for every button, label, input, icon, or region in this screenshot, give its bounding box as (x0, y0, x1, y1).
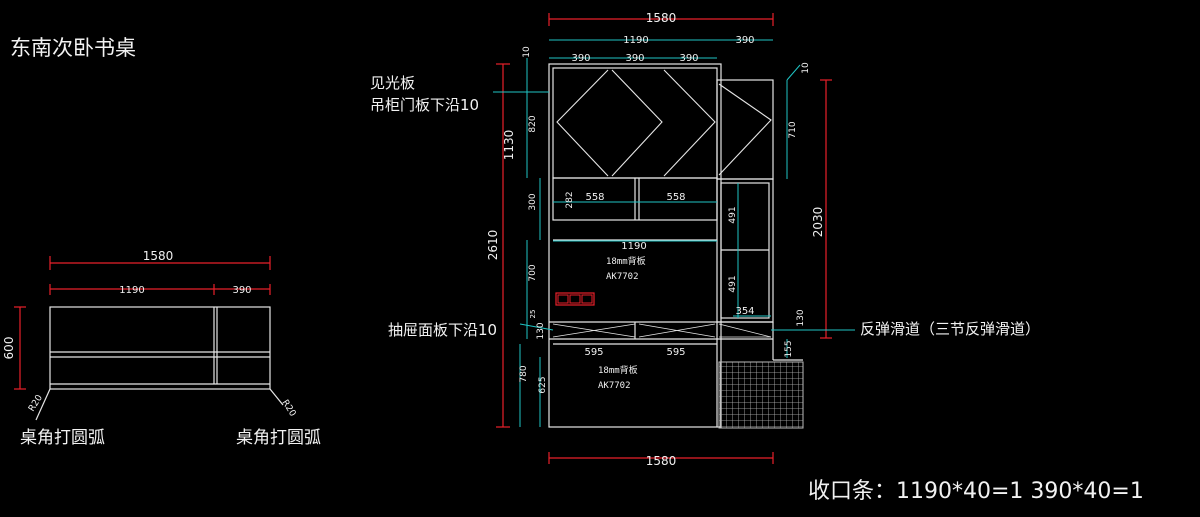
power-socket (555, 292, 595, 306)
trim-strip-note: 收口条：1190*40=1 390*40=1 (808, 479, 1144, 504)
plan-radius-right: R20 (279, 398, 297, 419)
drawer-panel-edge-note: 抽屉面板下沿10 (388, 321, 498, 339)
elev-door-3: 390 (679, 53, 698, 64)
plan-depth-label: 600 (2, 337, 16, 360)
elevation-dimension-lines (496, 13, 832, 464)
cabinet-frame (548, 63, 803, 428)
drawer-rail-diagonals (552, 323, 772, 338)
elev-dim-625: 625 (538, 376, 548, 393)
elev-top-seg-2: 390 (735, 35, 754, 46)
elev-door-1: 390 (571, 53, 590, 64)
elev-dim-1190-mid: 1190 (621, 241, 646, 252)
elev-top-total: 1580 (646, 11, 677, 25)
elev-dim-282: 282 (565, 191, 575, 208)
desk-corner-note-left: 桌角打圆弧 (20, 428, 105, 448)
elev-dim-1130: 1130 (502, 130, 516, 161)
plan-dimension-lines (14, 256, 271, 390)
back-panel-code-1: AK7702 (606, 272, 639, 282)
elevation-detail-dimensions (493, 39, 855, 427)
drawing-title: 东南次卧书桌 (10, 36, 136, 60)
elev-dim-300: 300 (528, 193, 538, 210)
elev-drawer-1: 595 (584, 347, 603, 358)
cabinet-elevation: 1580 1190 390 390 390 390 10 10 820 1130… (486, 11, 855, 468)
hatched-panel (718, 361, 804, 429)
desk-corner-note-right: 桌角打圆弧 (236, 428, 321, 448)
back-panel-2: 18mm背板 (598, 364, 638, 376)
upper-door-edge-note: 吊柜门板下沿10 (370, 96, 480, 114)
elev-dim-710: 710 (788, 121, 798, 138)
elev-top-seg-1: 1190 (623, 35, 648, 46)
elev-dim-700: 700 (528, 264, 538, 281)
elev-dim-25: 25 (529, 310, 537, 319)
plan-seg-2-label: 390 (232, 285, 251, 296)
back-panel-1: 18mm背板 (606, 255, 646, 267)
slide-rail-note: 反弹滑道（三节反弹滑道） (860, 320, 1041, 338)
socket-holes (557, 294, 593, 304)
elev-dim-130-right: 130 (796, 309, 806, 326)
plan-seg-1-label: 1190 (119, 285, 144, 296)
elev-dim-491-upper: 491 (728, 206, 738, 223)
door-swing-marks (556, 69, 772, 177)
elev-bottom-total: 1580 (646, 454, 677, 468)
elev-dim-10-right: 10 (801, 62, 811, 74)
desk-plan-view: 1580 1190 390 600 R20 R20 (2, 249, 297, 421)
elev-dim-2610: 2610 (486, 230, 500, 261)
elev-drawer-2: 595 (666, 347, 685, 358)
elev-dim-2030: 2030 (811, 207, 825, 238)
elev-shelf-2: 558 (666, 192, 685, 203)
elev-dim-354: 354 (735, 306, 754, 317)
plan-radius-left: R20 (27, 393, 45, 414)
elev-dim-820: 820 (528, 115, 538, 132)
visible-panel-note: 见光板 (370, 74, 416, 92)
elev-dim-155: 155 (784, 340, 794, 357)
plan-width-label: 1580 (143, 249, 174, 263)
desk-plan-outline (35, 306, 284, 421)
elev-door-2: 390 (625, 53, 644, 64)
back-panel-code-2: AK7702 (598, 381, 631, 391)
elev-dim-780: 780 (519, 365, 529, 382)
elev-dim-130-left: 130 (536, 322, 546, 339)
elev-dim-491-lower: 491 (728, 275, 738, 292)
elev-shelf-1: 558 (585, 192, 604, 203)
elev-dim-10-left: 10 (522, 46, 532, 58)
